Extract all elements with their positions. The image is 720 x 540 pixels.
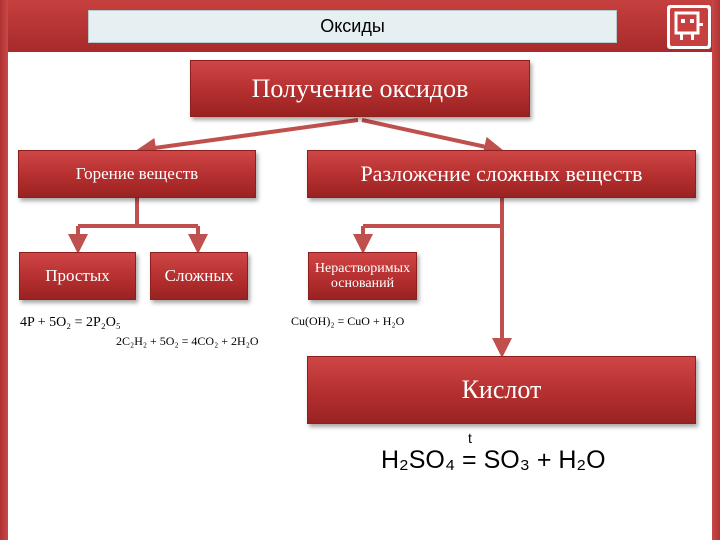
main-node-label: Получение оксидов <box>251 73 469 103</box>
burning-node-label: Горение веществ <box>75 164 199 183</box>
insoluble-bases-node-label: Нерастворимых оснований <box>314 261 411 291</box>
burning-node: Горение веществ <box>18 150 256 198</box>
right-frame <box>712 0 720 540</box>
acids-node-label: Кислот <box>461 375 542 404</box>
acids-node: Кислот <box>307 356 696 424</box>
equation-phosphorus: 4P + 5O₂ = 2P₂O₅ <box>20 315 121 330</box>
equation-acetylene: 2C₂H₂ + 5O₂ = 4CO₂ + 2H₂O <box>116 334 259 348</box>
equation-sulfuric-acid: H₂SO₄ = SO₃ + H₂O <box>381 446 606 474</box>
arrow-to-decomposition <box>361 118 504 157</box>
equation-heat-condition: t <box>468 430 472 446</box>
slide-title: Оксиды <box>88 10 617 43</box>
robot-icon[interactable] <box>666 4 712 50</box>
slide-title-text: Оксиды <box>320 16 385 36</box>
equation-copper-hydroxide: Cu(OH)₂ = CuO + H₂O <box>291 314 405 328</box>
complex-node-label: Сложных <box>164 266 234 285</box>
decomposition-node-label: Разложение сложных веществ <box>360 161 643 186</box>
complex-node: Сложных <box>150 252 248 300</box>
simple-node: Простых <box>19 252 136 300</box>
decomposition-node: Разложение сложных веществ <box>307 150 696 198</box>
simple-node-label: Простых <box>45 266 110 285</box>
left-frame <box>0 0 8 540</box>
insoluble-bases-node: Нерастворимых оснований <box>308 252 417 300</box>
arrow-to-burning <box>136 118 359 158</box>
main-node: Получение оксидов <box>190 60 530 117</box>
